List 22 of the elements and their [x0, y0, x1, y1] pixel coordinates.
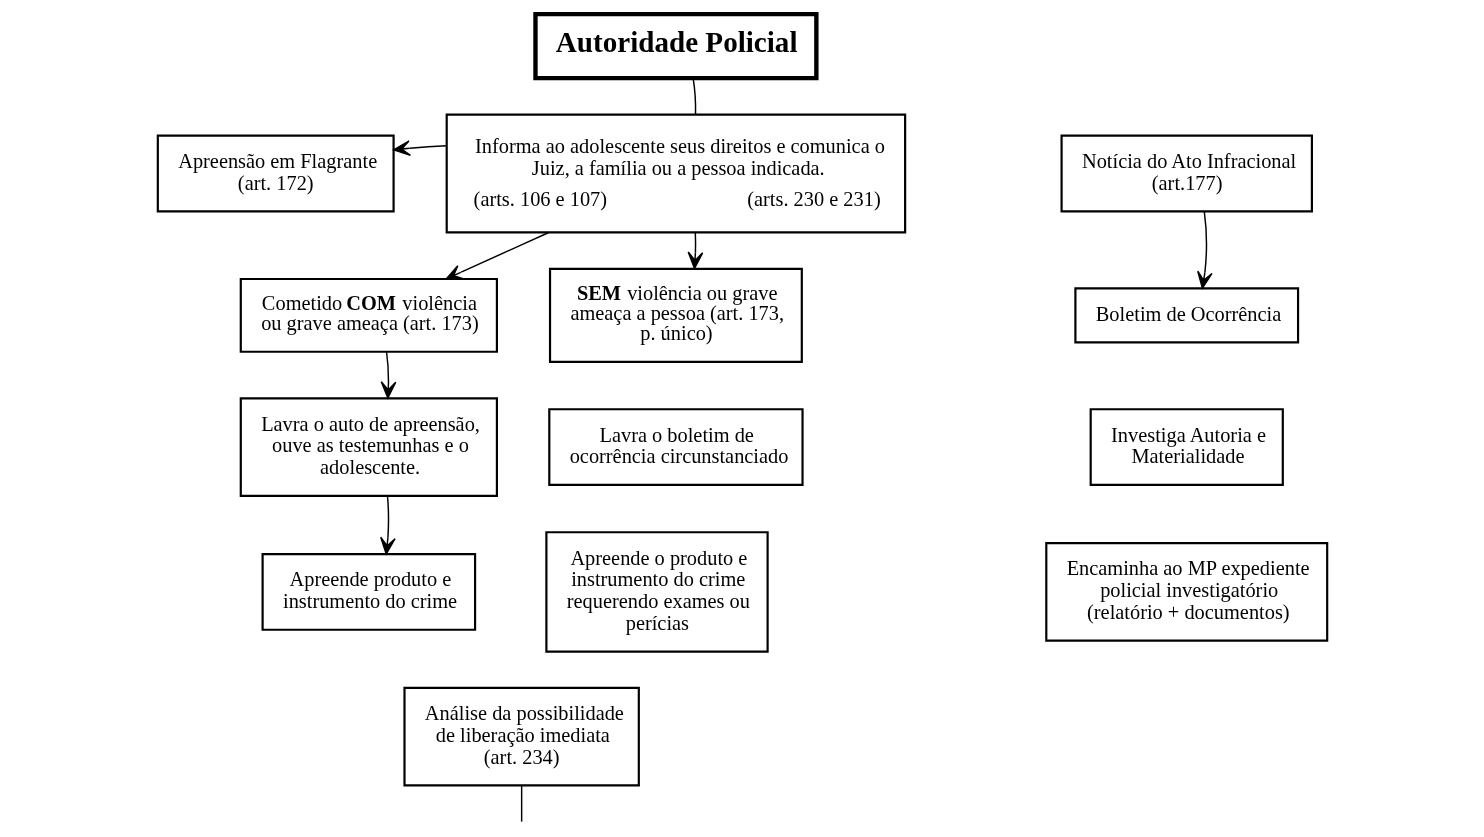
connector: [691, 77, 696, 116]
node-box: Notícia do Ato Infracional (art.177): [1060, 134, 1313, 213]
node-box: Apreende o produto e instrumento do crime requerendo exames ou perícias: [544, 531, 769, 653]
arrow: [379, 495, 396, 555]
node-box: Encaminha ao MP expediente policial investigatório (relatório + documentos): [1044, 542, 1328, 642]
node-box: Investiga Autoria e Materialidade: [1089, 408, 1284, 486]
node-box: Apreensão em Flagrante (art. 172): [156, 134, 395, 213]
node-box: Análise da possibilidade de liberação imediata (art. 234): [402, 686, 640, 787]
arrow: [687, 231, 703, 270]
node-box: Informa ao adolescente seus direitos e comunica o Juiz, a família ou a pessoa indicada. (arts. 106 e 107) (arts. 230 e 231): [445, 113, 906, 234]
connector: [520, 785, 522, 823]
node-box: Autoridade Policial: [532, 11, 819, 81]
node-box: Lavra o boletim de ocorrência circunstanciado: [547, 408, 804, 486]
node-box: SEM violência ou grave ameaça a pessoa (art. 173, p. único): [548, 267, 803, 364]
node-box: Apreende produto e instrumento do crime: [261, 552, 476, 631]
arrow: [392, 140, 447, 157]
arrow: [444, 231, 550, 280]
arrow: [1196, 210, 1213, 289]
node-box: Boletim de Ocorrência: [1073, 287, 1299, 344]
arrow: [380, 351, 396, 399]
node-box: Cometido COM violência ou grave ameaça (art. 173): [239, 277, 498, 353]
node-box: Lavra o auto de apreensão, ouve as testemunhas e o adolescente.: [239, 397, 498, 497]
